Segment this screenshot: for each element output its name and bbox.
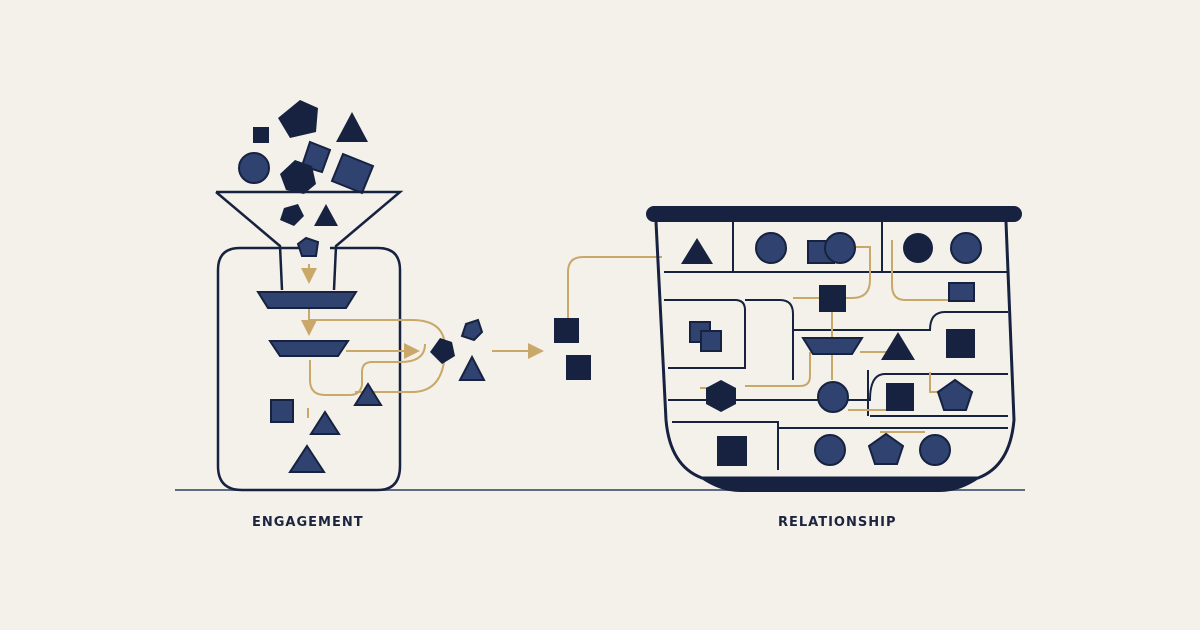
square-icon [717,436,747,466]
triangle-icon [288,444,326,473]
square-icon [948,282,975,302]
pentagon-icon [278,100,318,138]
pentagon-icon [296,236,320,257]
pentagon-icon [280,204,304,226]
pentagon-icon [430,338,455,364]
hexagon-icon [706,380,736,412]
square-icon [700,330,722,352]
filter-stage-icon [268,340,350,357]
relationship-container [646,206,1022,492]
triangle-icon [309,410,341,435]
flow-into-relationship [567,256,662,318]
triangle-icon [681,238,713,264]
square-icon [946,329,975,358]
flow-loop-path-inner [309,343,426,396]
pot-connectors [700,240,960,433]
pot-base [700,478,980,492]
pentagon-icon [936,378,974,411]
square-icon [270,399,294,423]
square-icon [819,285,846,312]
triangle-icon [353,382,383,406]
circle-icon [903,233,933,263]
circle-icon [814,434,846,466]
engagement-label: ENGAGEMENT [252,515,364,530]
small-square-icon [253,127,269,143]
triangle-icon [881,332,915,360]
hexagon-icon [280,160,316,194]
filter-stage-icon [801,337,864,355]
circle-icon [817,381,849,413]
relationship-label: RELATIONSHIP [778,515,897,530]
circle-icon [238,152,270,184]
tilted-square-icon [330,152,375,195]
engagement-container [215,100,447,492]
triangle-icon [458,354,486,381]
pot-compartments [664,222,1008,470]
falling-shapes [238,100,375,195]
funnel-outline [215,190,404,291]
triangle-icon [314,204,338,226]
transfer-shapes [430,256,662,381]
circle-icon [824,232,856,264]
square-icon [566,355,591,380]
square-icon [554,318,579,343]
pentagon-icon [460,318,484,342]
triangle-icon [336,112,368,142]
filter-stage-icon [256,291,358,309]
tilted-square-icon [300,140,332,174]
pentagon-icon [867,432,905,465]
circle-icon [755,232,787,264]
square-icon [886,383,914,411]
pot-rim [646,206,1022,222]
circle-icon [950,232,982,264]
circle-icon [919,434,951,466]
engagement-jar-outline [216,246,402,492]
